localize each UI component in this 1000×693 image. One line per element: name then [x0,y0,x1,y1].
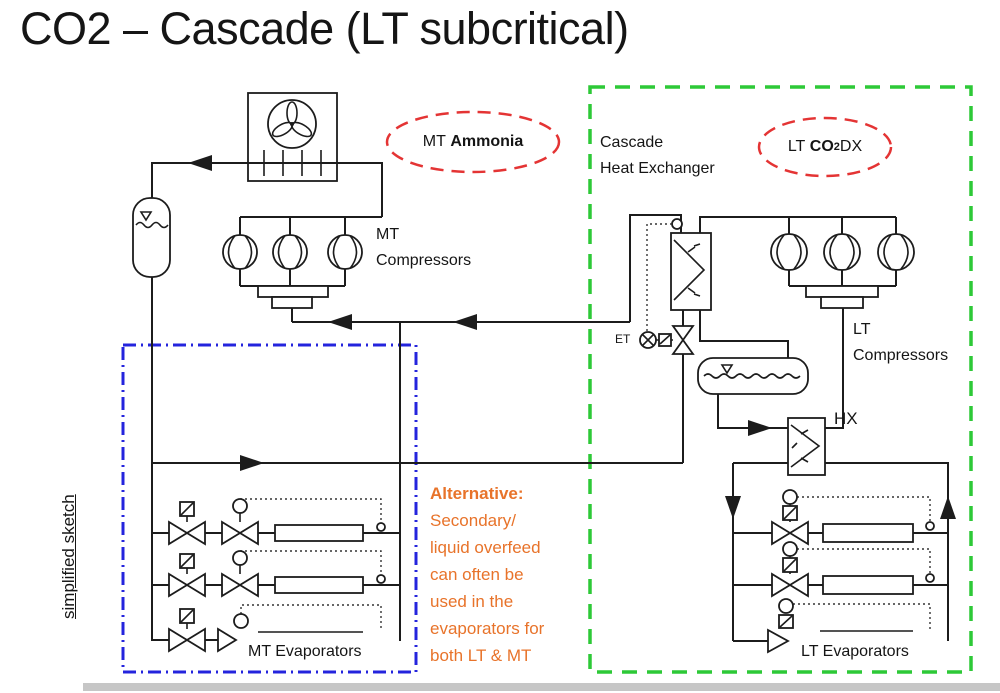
alternative-note-body: Secondary/ liquid overfeed can often be … [430,511,545,665]
lt-co2-ellipse [757,116,893,178]
mt-ammonia-ellipse [385,110,561,174]
pipework [151,162,949,642]
co2-receiver-vessel [697,357,809,395]
cascade-heat-exchanger-icon [670,218,712,311]
mt-evaporators-dashed-border [121,343,418,674]
alternative-note: Alternative: Secondary/ liquid overfeed … [430,480,544,669]
lt-co2-bold: CO [809,138,834,155]
mt-ammonia-prefix: MT [422,133,446,150]
lt-co2-subscript: 2 [833,141,840,153]
alternative-note-heading: Alternative: [430,484,524,503]
lt-co2-prefix: LT [787,138,806,155]
mt-evaporators-group [168,498,386,653]
cascade-heat-exchanger-label: Cascade Heat Exchanger [600,134,715,177]
lt-evaporators-label: LT Evaporators [801,643,909,660]
mt-ammonia-label: MT Ammonia [387,112,559,172]
et-expansion-valve-icon [639,223,695,355]
page-title: CO2 – Cascade (LT subcritical) [20,3,629,54]
suction-liquid-hx-icon [787,417,826,476]
hx-label: HX [834,409,858,428]
lt-compressors-label: LT Compressors [853,321,949,364]
mt-receiver-vessel [132,197,171,278]
simplified-sketch-label: simplified sketch [59,494,78,619]
mt-compressors-icon [222,234,363,309]
lt-co2-dashed-border [588,85,973,674]
condenser-fan-icon [247,92,338,182]
flow-arrows [188,155,956,519]
mt-ammonia-bold: Ammonia [450,133,524,150]
mt-evaporators-label: MT Evaporators [248,643,362,660]
slide-footer-bar [83,683,1000,691]
lt-co2-suffix: DX [839,138,863,155]
lt-compressors-icon [770,233,915,309]
et-label: ET [615,332,631,346]
mt-compressors-label: MT Compressors [376,226,472,269]
lt-evaporators-group [767,489,935,654]
